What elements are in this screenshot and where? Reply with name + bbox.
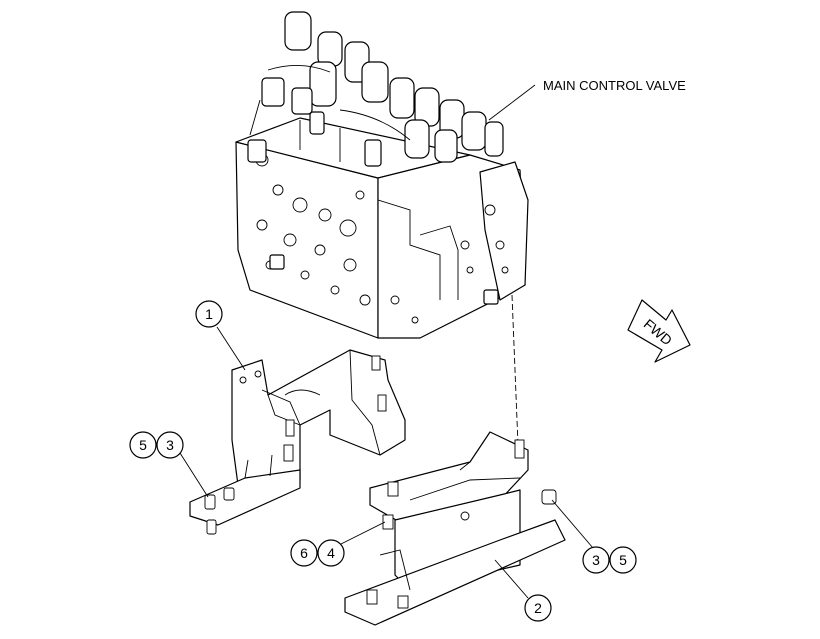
bracket-1-drawing xyxy=(231,349,406,501)
svg-text:3: 3 xyxy=(166,437,174,453)
main-control-valve-drawing xyxy=(235,11,529,339)
callout-5-left: 5 xyxy=(129,431,157,459)
left-base-plate-drawing xyxy=(189,454,301,535)
svg-text:6: 6 xyxy=(300,545,308,561)
svg-text:3: 3 xyxy=(592,552,600,568)
forward-direction-arrow: FWD xyxy=(627,299,691,363)
svg-text:5: 5 xyxy=(619,552,627,568)
svg-text:4: 4 xyxy=(327,545,335,561)
alignment-line xyxy=(511,294,519,446)
callout-4: 4 xyxy=(317,539,345,567)
callout-3-right: 3 xyxy=(582,546,610,574)
main-control-valve-label: MAIN CONTROL VALVE xyxy=(543,78,686,93)
callout-6: 6 xyxy=(290,539,318,567)
svg-text:1: 1 xyxy=(205,306,213,322)
callout-5-right: 5 xyxy=(609,546,637,574)
bracket-2-drawing xyxy=(344,431,566,626)
svg-text:5: 5 xyxy=(139,437,147,453)
leader-lines xyxy=(179,84,594,599)
svg-text:2: 2 xyxy=(534,600,542,616)
callout-1: 1 xyxy=(195,300,223,328)
callout-2: 2 xyxy=(524,594,552,622)
callout-3-left: 3 xyxy=(156,431,184,459)
